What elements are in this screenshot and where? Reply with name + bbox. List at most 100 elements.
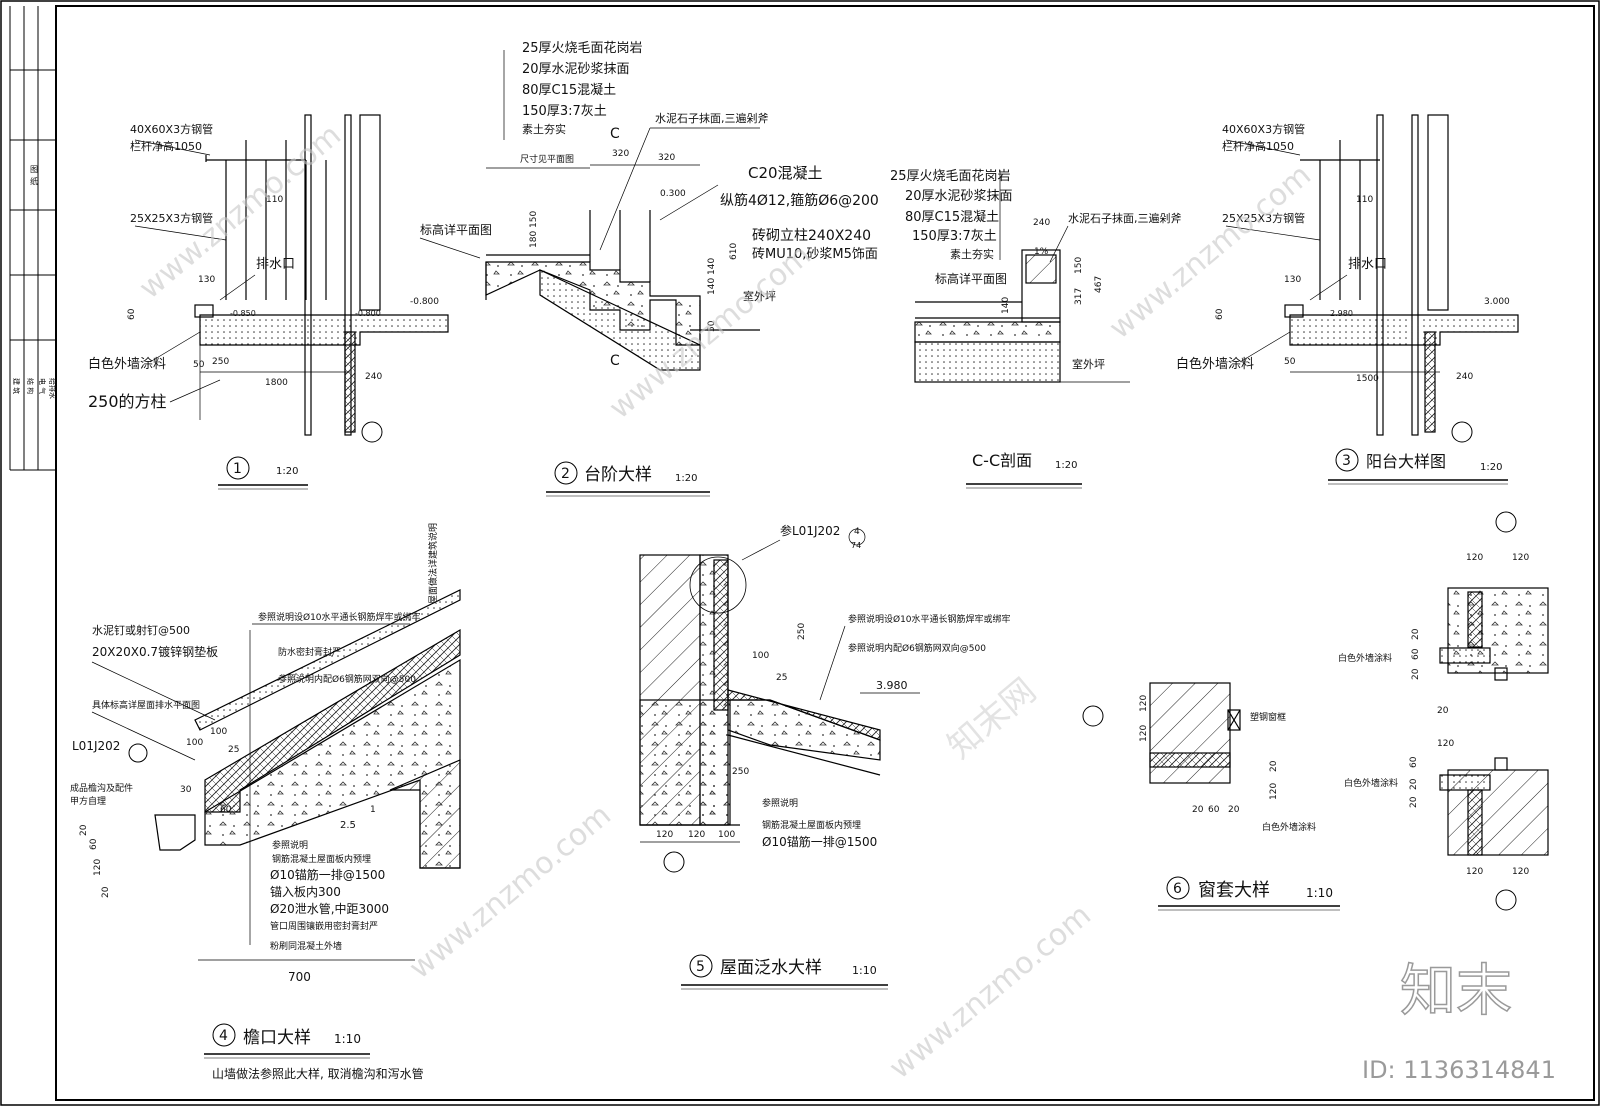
d5-dim: 3.980 bbox=[876, 679, 908, 692]
watermark-logo: 知末 bbox=[1400, 959, 1512, 1024]
d4-label: 参照说明 bbox=[272, 839, 308, 851]
d4-dim: 20 bbox=[79, 824, 89, 836]
d1-label: 栏杆净高1050 bbox=[130, 139, 202, 153]
d6-dim: 20 bbox=[1409, 778, 1419, 790]
d3-number: 3 bbox=[1342, 453, 1351, 469]
detail-cc-annotations: 25厚火烧毛面花岗岩 20厚水泥砂浆抹面 80厚C15混凝土 150厚3:7灰土… bbox=[890, 168, 1182, 489]
d2-layer: 素土夯实 bbox=[522, 122, 566, 136]
d2-label: 纵筋4Ø12,箍筋Ø6@200 bbox=[720, 192, 879, 209]
d6-label: 塑钢窗框 bbox=[1250, 711, 1286, 723]
d4-dim: 25 bbox=[228, 745, 239, 755]
d4-label: 参照说明内配Ø6钢筋网双向@500 bbox=[278, 673, 416, 685]
detail-4-annotations: 水泥钉或射钉@500 20X20X0.7镀锌钢垫板 具体标高详屋面排水平面图 L… bbox=[70, 523, 439, 1081]
d2-number: 2 bbox=[561, 466, 570, 482]
d5-dim: 4 bbox=[854, 527, 860, 537]
d6-dim: 20 bbox=[1409, 796, 1419, 808]
d3-label: 40X60X3方钢管 bbox=[1222, 122, 1305, 136]
d2-layer: 20厚水泥砂浆抹面 bbox=[522, 62, 630, 77]
d3-dim: 3.000 bbox=[1484, 297, 1510, 307]
signature-plumbing: 给排水 bbox=[48, 378, 57, 399]
title-block-row: 纸 bbox=[30, 176, 38, 186]
d6-dim: 120 bbox=[1512, 867, 1529, 877]
d6-dim: 60 bbox=[1409, 756, 1419, 768]
d4-dim: 20 bbox=[101, 886, 111, 898]
d5-dim: 250 bbox=[797, 623, 807, 640]
cc-dim: 240 bbox=[1033, 218, 1050, 228]
d6-dim: 120 bbox=[1466, 867, 1483, 877]
d4-label: 具体标高详屋面排水平面图 bbox=[92, 699, 200, 711]
d1-label: 排水口 bbox=[256, 257, 295, 272]
d5-label: 钢筋混凝土屋面板内预埋 bbox=[762, 819, 861, 831]
d6-label: 白色外墙涂料 bbox=[1344, 777, 1398, 789]
d4-label: 管口周围镶嵌用密封膏封严 bbox=[270, 920, 378, 932]
d6-dim: 20 bbox=[1411, 628, 1421, 640]
d6-dim: 20 bbox=[1192, 805, 1204, 815]
d2-dim: 50 bbox=[707, 320, 717, 332]
d4-label: 甲方自理 bbox=[70, 795, 106, 807]
d1-dim: -0.800 bbox=[410, 297, 439, 307]
d2-dim: 180 bbox=[529, 231, 539, 248]
d6-label: 白色外墙涂料 bbox=[1262, 821, 1316, 833]
d6-dim: 20 bbox=[1228, 805, 1240, 815]
d2-label: 尺寸见平面图 bbox=[520, 153, 574, 165]
d4-dim: 100 bbox=[210, 727, 227, 737]
d5-number: 5 bbox=[696, 959, 705, 975]
d1-label: 250的方柱 bbox=[88, 392, 167, 411]
d6-dim: 20 bbox=[1269, 760, 1279, 772]
d1-dim: 60 bbox=[127, 308, 137, 320]
d6-title-text: 窗套大样 bbox=[1198, 880, 1270, 901]
detail-1-annotations: 40X60X3方钢管 栏杆净高1050 25X25X3方钢管 排水口 白色外墙涂… bbox=[88, 122, 439, 490]
d2-dim: 140 bbox=[707, 258, 717, 275]
d4-dim: 30 bbox=[180, 785, 192, 795]
detail-2-annotations: 25厚火烧毛面花岗岩 20厚水泥砂浆抹面 80厚C15混凝土 150厚3:7灰土… bbox=[419, 40, 879, 497]
d4-dim: 700 bbox=[288, 970, 311, 984]
d4-label: 水泥钉或射钉@500 bbox=[92, 623, 190, 637]
d4-label: 锚入板内300 bbox=[270, 884, 341, 899]
d1-label: 25X25X3方钢管 bbox=[130, 211, 213, 225]
signature-architecture: 建 筑 bbox=[12, 378, 21, 394]
d5-label: 参照说明 bbox=[762, 797, 798, 809]
d2-label: 标高详平面图 bbox=[420, 222, 492, 237]
d1-number: 1 bbox=[233, 461, 242, 477]
d4-dim: 1 bbox=[370, 805, 376, 815]
d3-dim: 130 bbox=[1284, 275, 1301, 285]
d6-dim: 120 bbox=[1512, 553, 1529, 563]
d6-dim: 120 bbox=[1466, 553, 1483, 563]
d4-label: Ø20泄水管,中距3000 bbox=[270, 901, 389, 916]
d3-dim: 50 bbox=[1284, 357, 1296, 367]
d5-dim: 100 bbox=[718, 830, 735, 840]
d1-dim: 110 bbox=[266, 195, 283, 205]
d1-dim: 50 bbox=[193, 360, 205, 370]
cc-layer: 20厚水泥砂浆抹面 bbox=[905, 189, 1013, 204]
cc-layer: 80厚C15混凝土 bbox=[905, 209, 999, 225]
cc-label: 水泥石子抹面,三遍剁斧 bbox=[1068, 211, 1182, 225]
d3-label: 排水口 bbox=[1348, 257, 1387, 272]
cc-dim: 140 bbox=[1001, 297, 1011, 314]
d4-dim: 60 bbox=[89, 838, 99, 850]
d1-title: 1 1:20 bbox=[218, 456, 308, 490]
d4-label: 钢筋混凝土屋面板内预埋 bbox=[272, 853, 371, 865]
d6-dim: 120 bbox=[1437, 739, 1454, 749]
cc-title: C-C剖面 1:20 bbox=[966, 451, 1082, 489]
cc-dim: 467 bbox=[1094, 276, 1104, 293]
d2-label: 水泥石子抹面,三遍剁斧 bbox=[655, 111, 769, 125]
d4-label: 参照说明设Ø10水平通长钢筋焊牢或绑牢 bbox=[258, 611, 421, 623]
d2-dim: 0.300 bbox=[660, 189, 686, 199]
d1-label: 白色外墙涂料 bbox=[88, 356, 166, 372]
d3-dim: 60 bbox=[1215, 308, 1225, 320]
d2-layer: 80厚C15混凝土 bbox=[522, 82, 616, 98]
d4-label: 防水密封膏封严 bbox=[278, 646, 341, 658]
d3-dim: 110 bbox=[1356, 195, 1373, 205]
d2-label: 砖MU10,砂浆M5饰面 bbox=[752, 247, 878, 262]
d3-scale: 1:20 bbox=[1480, 462, 1502, 473]
d5-scale: 1:10 bbox=[852, 964, 877, 977]
d1-scale: 1:20 bbox=[276, 466, 298, 477]
d1-dim: 130 bbox=[198, 275, 215, 285]
d3-dim: 2.980 bbox=[1330, 309, 1353, 318]
d1-dim: 1800 bbox=[265, 378, 288, 388]
cc-label: 标高详平面图 bbox=[935, 271, 1007, 286]
detail-4-eave bbox=[154, 589, 461, 869]
d2-section-mark: C bbox=[610, 353, 620, 369]
d4-dim: 120 bbox=[93, 859, 103, 876]
d6-dim: 120 bbox=[1269, 783, 1279, 800]
